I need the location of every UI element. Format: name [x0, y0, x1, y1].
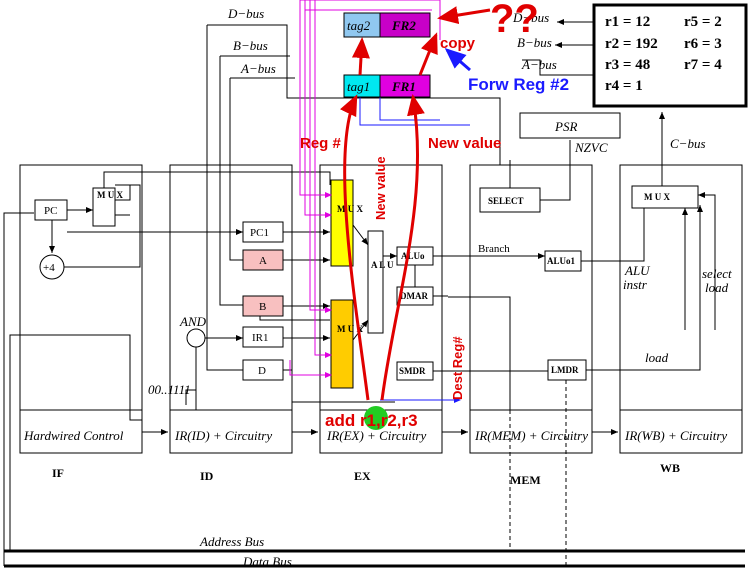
- a-bus-label: A−bus: [240, 61, 276, 76]
- ex-control-label: IR(EX) + Circuitry: [326, 428, 426, 443]
- ir1-register: [242, 326, 284, 348]
- reg-r3: r3 = 48: [605, 57, 650, 73]
- address-bus-label: Address Bus: [199, 534, 264, 549]
- forw-reg-label: Forw Reg #2: [468, 75, 569, 94]
- d-bus-label: D−bus: [227, 6, 264, 21]
- instruction-marker: [364, 406, 388, 430]
- alu-instr-label-2: instr: [623, 277, 648, 292]
- and-gate: [186, 328, 206, 348]
- psr-register: [519, 112, 621, 139]
- mask-label: 00..1111: [148, 382, 191, 397]
- id-control-label: IR(ID) + Circuitry: [174, 428, 272, 443]
- tag1-label: tag1: [347, 79, 370, 94]
- b-bus-right-label: B−bus: [517, 35, 552, 50]
- if-control-label: Hardwired Control: [23, 428, 124, 443]
- tag2-register: [343, 12, 381, 38]
- wb-control-label: IR(WB) + Circuitry: [624, 428, 727, 443]
- tag2-label: tag2: [347, 18, 371, 33]
- register-file: [592, 3, 748, 108]
- ex-mux-top-label: M U X: [337, 204, 363, 214]
- reg-r6: r6 = 3: [684, 36, 722, 52]
- branch-label: Branch: [478, 243, 510, 255]
- new-value-vertical-label: New value: [373, 156, 388, 220]
- dmar-label: DMAR: [400, 291, 428, 301]
- new-value-label: New value: [428, 135, 501, 152]
- alu-label: A L U: [371, 260, 394, 270]
- b-bus-label: B−bus: [233, 38, 268, 53]
- pc-label: PC: [44, 205, 57, 217]
- instruction-label: add r1,r2,r3: [325, 411, 418, 430]
- ex-mux-bottom-label: M U X: [337, 324, 363, 334]
- smdr-label: SMDR: [399, 366, 426, 376]
- a-bus-right-label: A−bus: [521, 57, 557, 72]
- mem-control-label: IR(MEM) + Circuitry: [474, 428, 588, 443]
- dest-reg-label: Dest Reg#: [450, 336, 465, 400]
- stage-name-id: ID: [200, 469, 214, 483]
- wb-stage-frame: [619, 164, 743, 454]
- stage-name-wb: WB: [660, 461, 680, 475]
- b-label: B: [259, 301, 266, 313]
- load-label: load: [645, 350, 669, 365]
- d-bus-right-label: D−bus: [512, 10, 549, 25]
- fr1-register: [379, 74, 431, 98]
- alu: [367, 230, 384, 334]
- lmdr-label: LMDR: [551, 365, 579, 375]
- copy-label: copy: [440, 35, 476, 52]
- select-load-label-2: load: [705, 280, 729, 295]
- fr1-label: FR1: [391, 79, 416, 94]
- pc1-label: PC1: [250, 227, 269, 239]
- reg-r4: r4 = 1: [605, 78, 643, 94]
- aluo1-label: ALUo1: [547, 256, 576, 266]
- mem-stage-frame: [469, 164, 593, 454]
- d-label: D: [258, 365, 266, 377]
- wb-mux-label: M U X: [644, 192, 670, 202]
- reg-r7: r7 = 4: [684, 57, 722, 73]
- aluo-label: ALUo: [401, 251, 425, 261]
- reg-r2: r2 = 192: [605, 36, 658, 52]
- a-label: A: [259, 255, 267, 267]
- psr-label: PSR: [554, 119, 577, 134]
- select-load-label-1: select: [702, 266, 732, 281]
- stage-name-mem: MEM: [510, 473, 541, 487]
- stage-name-ex: EX: [354, 469, 371, 483]
- and-label: AND: [179, 314, 207, 329]
- reg-num-label: Reg #: [300, 135, 342, 152]
- reg-r1: r1 = 12: [605, 14, 650, 30]
- question-marks: ??: [490, 0, 539, 41]
- fr2-label: FR2: [391, 18, 416, 33]
- ir1-label: IR1: [252, 332, 269, 344]
- stage-name-if: IF: [52, 466, 64, 480]
- c-bus-label: C−bus: [670, 136, 706, 151]
- data-bus-label: Data Bus: [242, 554, 292, 569]
- alu-instr-label-1: ALU: [624, 263, 651, 278]
- if-mux-label: M U X: [97, 190, 123, 200]
- reg-r5: r5 = 2: [684, 14, 722, 30]
- psr-flags-label: NZVC: [574, 140, 608, 155]
- plus4-label: +4: [43, 262, 55, 274]
- select-label: SELECT: [488, 196, 524, 206]
- ex-mux-bottom: [330, 299, 354, 389]
